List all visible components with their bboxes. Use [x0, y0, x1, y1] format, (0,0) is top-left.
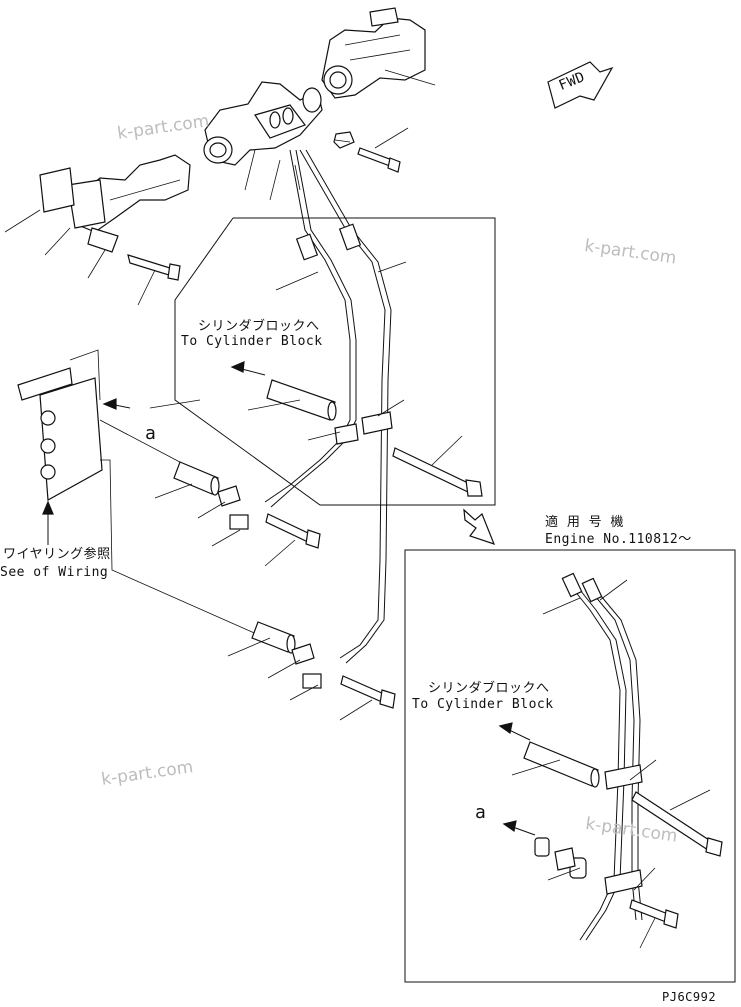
applicable-jp: 適 用 号 機 — [545, 515, 624, 530]
detail-clip-a — [604, 764, 643, 790]
manifold-nut — [333, 131, 355, 149]
wiring-bracket — [17, 349, 103, 501]
to-cylinder-en-lower: To Cylinder Block — [412, 697, 554, 712]
detail-tube-c — [589, 589, 637, 921]
bolt-upper — [265, 513, 311, 543]
connector-lower — [302, 673, 322, 689]
detail-spacer — [266, 379, 336, 421]
fwd-arrow — [547, 61, 614, 109]
detail-clip-c — [554, 847, 576, 871]
detail-tube-b — [575, 584, 627, 941]
exhaust-manifold-front — [67, 154, 191, 233]
bracket-spacer-upper — [173, 461, 219, 495]
connector-upper — [229, 514, 249, 530]
to-cylinder-en-upper: To Cylinder Block — [181, 334, 323, 349]
drawing-code: PJ6C992 — [662, 990, 717, 1004]
section-arrow — [463, 508, 496, 545]
exhaust-manifold-middle — [203, 81, 323, 166]
engine-number: Engine No.110812～ — [545, 532, 692, 547]
to-cylinder-jp-upper: シリンダブロックへ — [198, 319, 320, 334]
clip-bolt-long — [392, 447, 471, 493]
ref-a-lower: a — [475, 802, 487, 823]
sensor-tube-b — [270, 149, 357, 508]
sensor-fitting-a — [295, 233, 319, 261]
sensor-fitting-b — [338, 223, 362, 251]
detail-spacer-lower — [523, 741, 599, 787]
detail-collar-a — [534, 837, 550, 857]
manifold-bolt — [357, 147, 393, 167]
bolt-lower — [340, 675, 385, 703]
detail-frame-lower — [404, 549, 736, 983]
manifold-gasket — [39, 167, 75, 213]
detail-tube-a — [569, 584, 621, 941]
manifold-spacer — [87, 227, 119, 253]
detail-frame-upper — [174, 217, 496, 506]
tube-clip-upper-a — [334, 423, 359, 445]
small-clip-upper — [217, 485, 241, 507]
to-cylinder-jp-lower: シリンダブロックへ — [428, 681, 550, 696]
bracket-spacer-lower — [251, 621, 295, 653]
detail-fitting-a — [561, 572, 583, 598]
sensor-tube-d — [305, 149, 392, 664]
leader-lines — [4, 69, 711, 949]
sensor-tube-a — [264, 149, 351, 503]
detail-fitting-b — [581, 577, 603, 603]
see-wiring-jp: ワイヤリング参照 — [3, 547, 111, 562]
ref-a-upper: a — [145, 423, 157, 444]
exhaust-manifold-rear — [321, 7, 426, 99]
small-clip-lower — [291, 643, 315, 665]
see-wiring-en: See of Wiring — [0, 565, 109, 580]
detail-clip-b — [604, 869, 643, 895]
manifold-stud-bolt — [127, 254, 173, 277]
